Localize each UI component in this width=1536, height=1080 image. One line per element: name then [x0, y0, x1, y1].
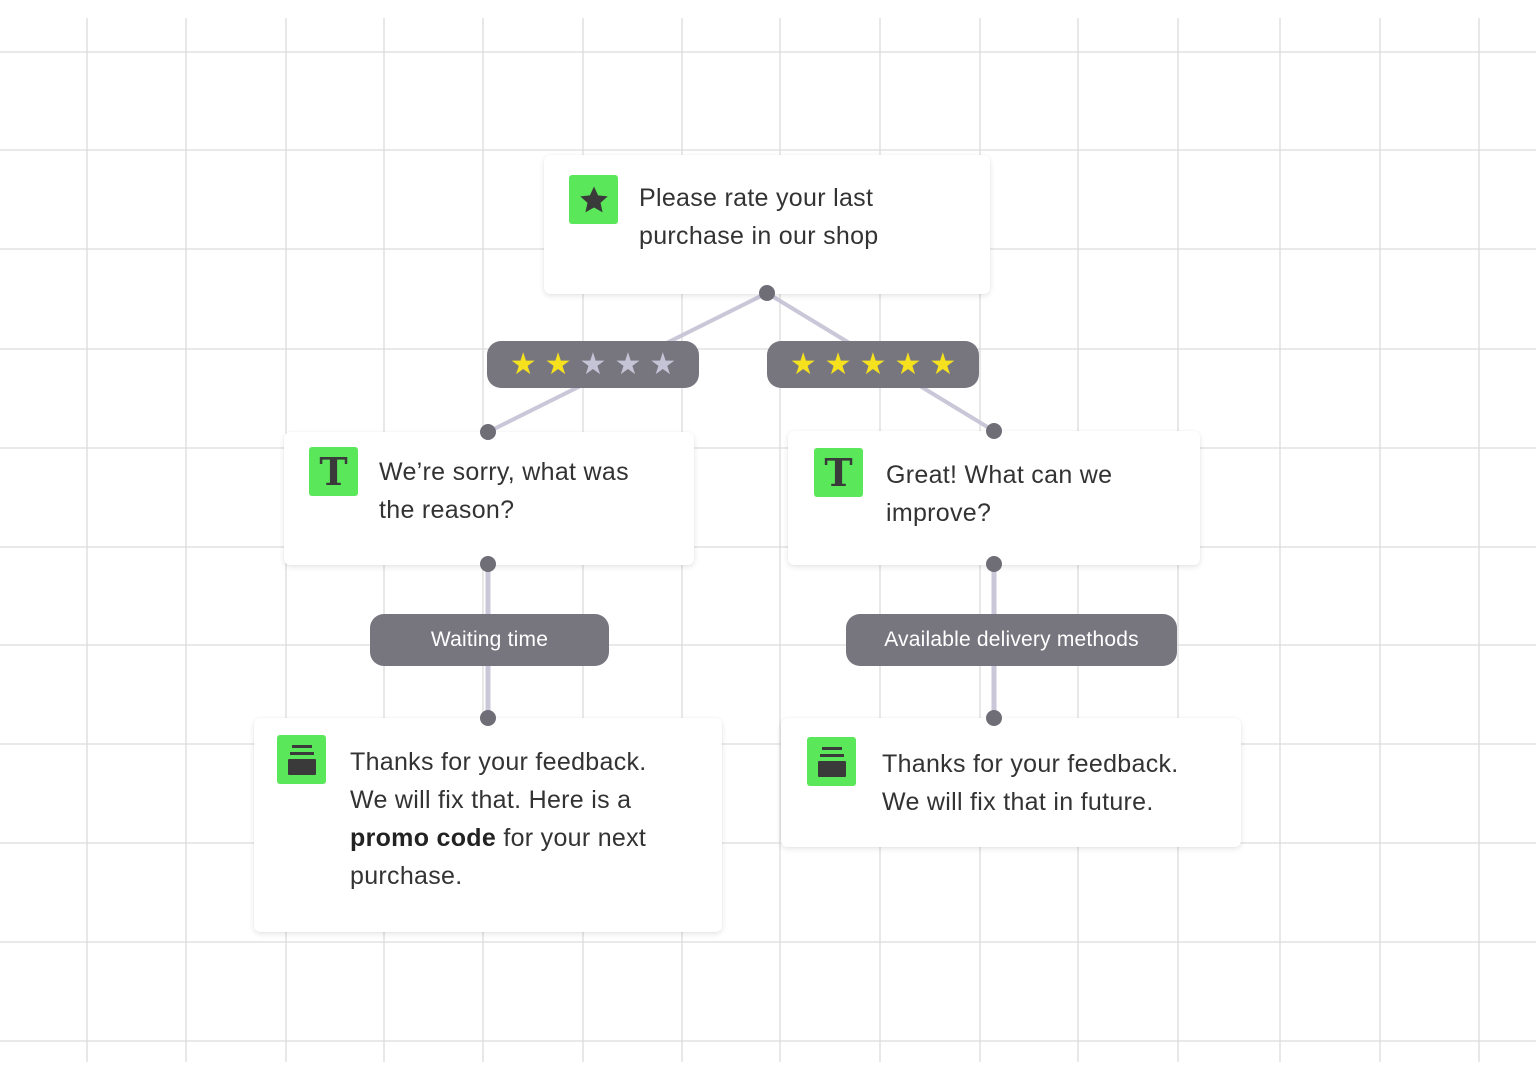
improve-question-node[interactable]: T Great! What can we improve?: [788, 431, 1200, 565]
filled-star-icon: ★: [859, 346, 887, 382]
filled-star-icon: ★: [509, 346, 537, 382]
star-rating-high: ★★★★★: [789, 346, 957, 382]
feedback-message-node[interactable]: Thanks for your feedback. We will fix th…: [781, 718, 1241, 847]
filled-star-icon: ★: [824, 346, 852, 382]
node-text: Thanks for your feedback. We will fix th…: [882, 750, 1179, 816]
delivery-methods-branch[interactable]: Available delivery methods: [846, 614, 1177, 666]
filled-star-icon: ★: [929, 346, 957, 382]
filled-star-icon: ★: [544, 346, 572, 382]
low-rating-branch[interactable]: ★★★★★: [487, 341, 699, 388]
node-text: Great! What can we improve?: [886, 461, 1113, 527]
node-text: Thanks for your feedback. We will fix th…: [350, 748, 647, 890]
promo-code-message-node[interactable]: Thanks for your feedback. We will fix th…: [254, 718, 722, 932]
promo-code-emphasis: promo code: [350, 824, 497, 852]
empty-star-icon: ★: [614, 346, 642, 382]
sorry-question-node[interactable]: T We’re sorry, what was the reason?: [284, 432, 694, 565]
star-rating-low: ★★★★★: [509, 346, 677, 382]
empty-star-icon: ★: [579, 346, 607, 382]
branch-label: Waiting time: [430, 628, 549, 651]
text-icon: T: [309, 447, 358, 496]
branch-label: Available delivery methods: [884, 628, 1139, 651]
waiting-time-branch[interactable]: Waiting time: [370, 614, 609, 666]
text-icon: T: [814, 448, 863, 497]
archive-icon: [277, 735, 326, 784]
archive-icon: [807, 737, 856, 786]
node-text: Please rate your last purchase in our sh…: [639, 184, 879, 250]
filled-star-icon: ★: [894, 346, 922, 382]
rating-question-node[interactable]: Please rate your last purchase in our sh…: [544, 155, 990, 294]
high-rating-branch[interactable]: ★★★★★: [767, 341, 979, 388]
empty-star-icon: ★: [649, 346, 677, 382]
node-text: We’re sorry, what was the reason?: [379, 458, 629, 524]
star-icon: [569, 175, 618, 224]
filled-star-icon: ★: [789, 346, 817, 382]
